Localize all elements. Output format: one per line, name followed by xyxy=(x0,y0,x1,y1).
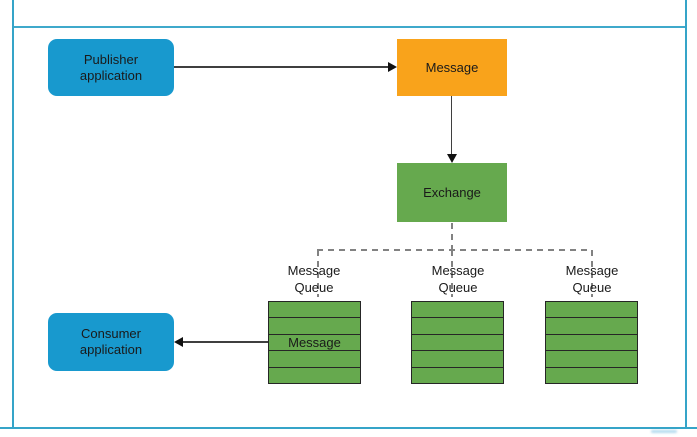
queue-2-slot xyxy=(412,318,503,335)
queue-2-slot xyxy=(412,335,503,352)
frame-border-bottom xyxy=(0,427,697,430)
queue-1: Message xyxy=(268,301,361,384)
queue-1-slot xyxy=(269,368,360,383)
exchange-label: Exchange xyxy=(423,184,481,200)
message-to-exchange-arrow-line xyxy=(451,96,453,155)
queue-3-slot xyxy=(546,351,637,368)
queue-1-slot xyxy=(269,318,360,335)
message-node: Message xyxy=(397,39,507,96)
queue-2-label: Message Queue xyxy=(431,263,485,295)
queue-1-label: Message Queue xyxy=(287,263,341,295)
queue-to-consumer-arrowhead-icon xyxy=(174,337,183,347)
queue-3-label: Message Queue xyxy=(565,263,619,295)
publisher-to-message-arrow-line xyxy=(174,66,389,68)
message-label: Message xyxy=(425,59,479,75)
publisher-to-message-arrowhead-icon xyxy=(388,62,397,72)
exchange-node: Exchange xyxy=(397,163,507,222)
queue-1-slot xyxy=(269,351,360,368)
frame-border-left xyxy=(12,0,14,429)
exchange-dashed-stem xyxy=(451,223,453,249)
publisher-application-label: Publisher application xyxy=(79,51,143,83)
queue-3 xyxy=(545,301,638,384)
queue-to-consumer-arrow-line xyxy=(183,341,268,343)
queue-1-message-cell: Message xyxy=(269,335,360,352)
dashed-drop-queue-1 xyxy=(317,250,319,297)
consumer-application-node: Consumer application xyxy=(48,313,174,371)
publisher-application-node: Publisher application xyxy=(48,39,174,96)
frame-border-right xyxy=(685,0,687,429)
frame-border-top xyxy=(12,26,687,28)
queue-3-slot xyxy=(546,368,637,383)
consumer-application-label: Consumer application xyxy=(79,326,143,357)
dashed-drop-queue-3 xyxy=(591,250,593,297)
queue-3-slot xyxy=(546,302,637,319)
queue-2 xyxy=(411,301,504,384)
exchange-dashed-branch xyxy=(317,249,592,251)
queue-3-slot xyxy=(546,335,637,352)
queue-3-slot xyxy=(546,318,637,335)
queue-2-slot xyxy=(412,302,503,319)
dashed-drop-queue-2 xyxy=(451,250,453,297)
queue-2-slot xyxy=(412,351,503,368)
message-to-exchange-arrowhead-icon xyxy=(446,154,457,163)
queue-1-slot xyxy=(269,302,360,319)
artifact-smudge xyxy=(651,430,677,433)
queue-2-slot xyxy=(412,368,503,383)
